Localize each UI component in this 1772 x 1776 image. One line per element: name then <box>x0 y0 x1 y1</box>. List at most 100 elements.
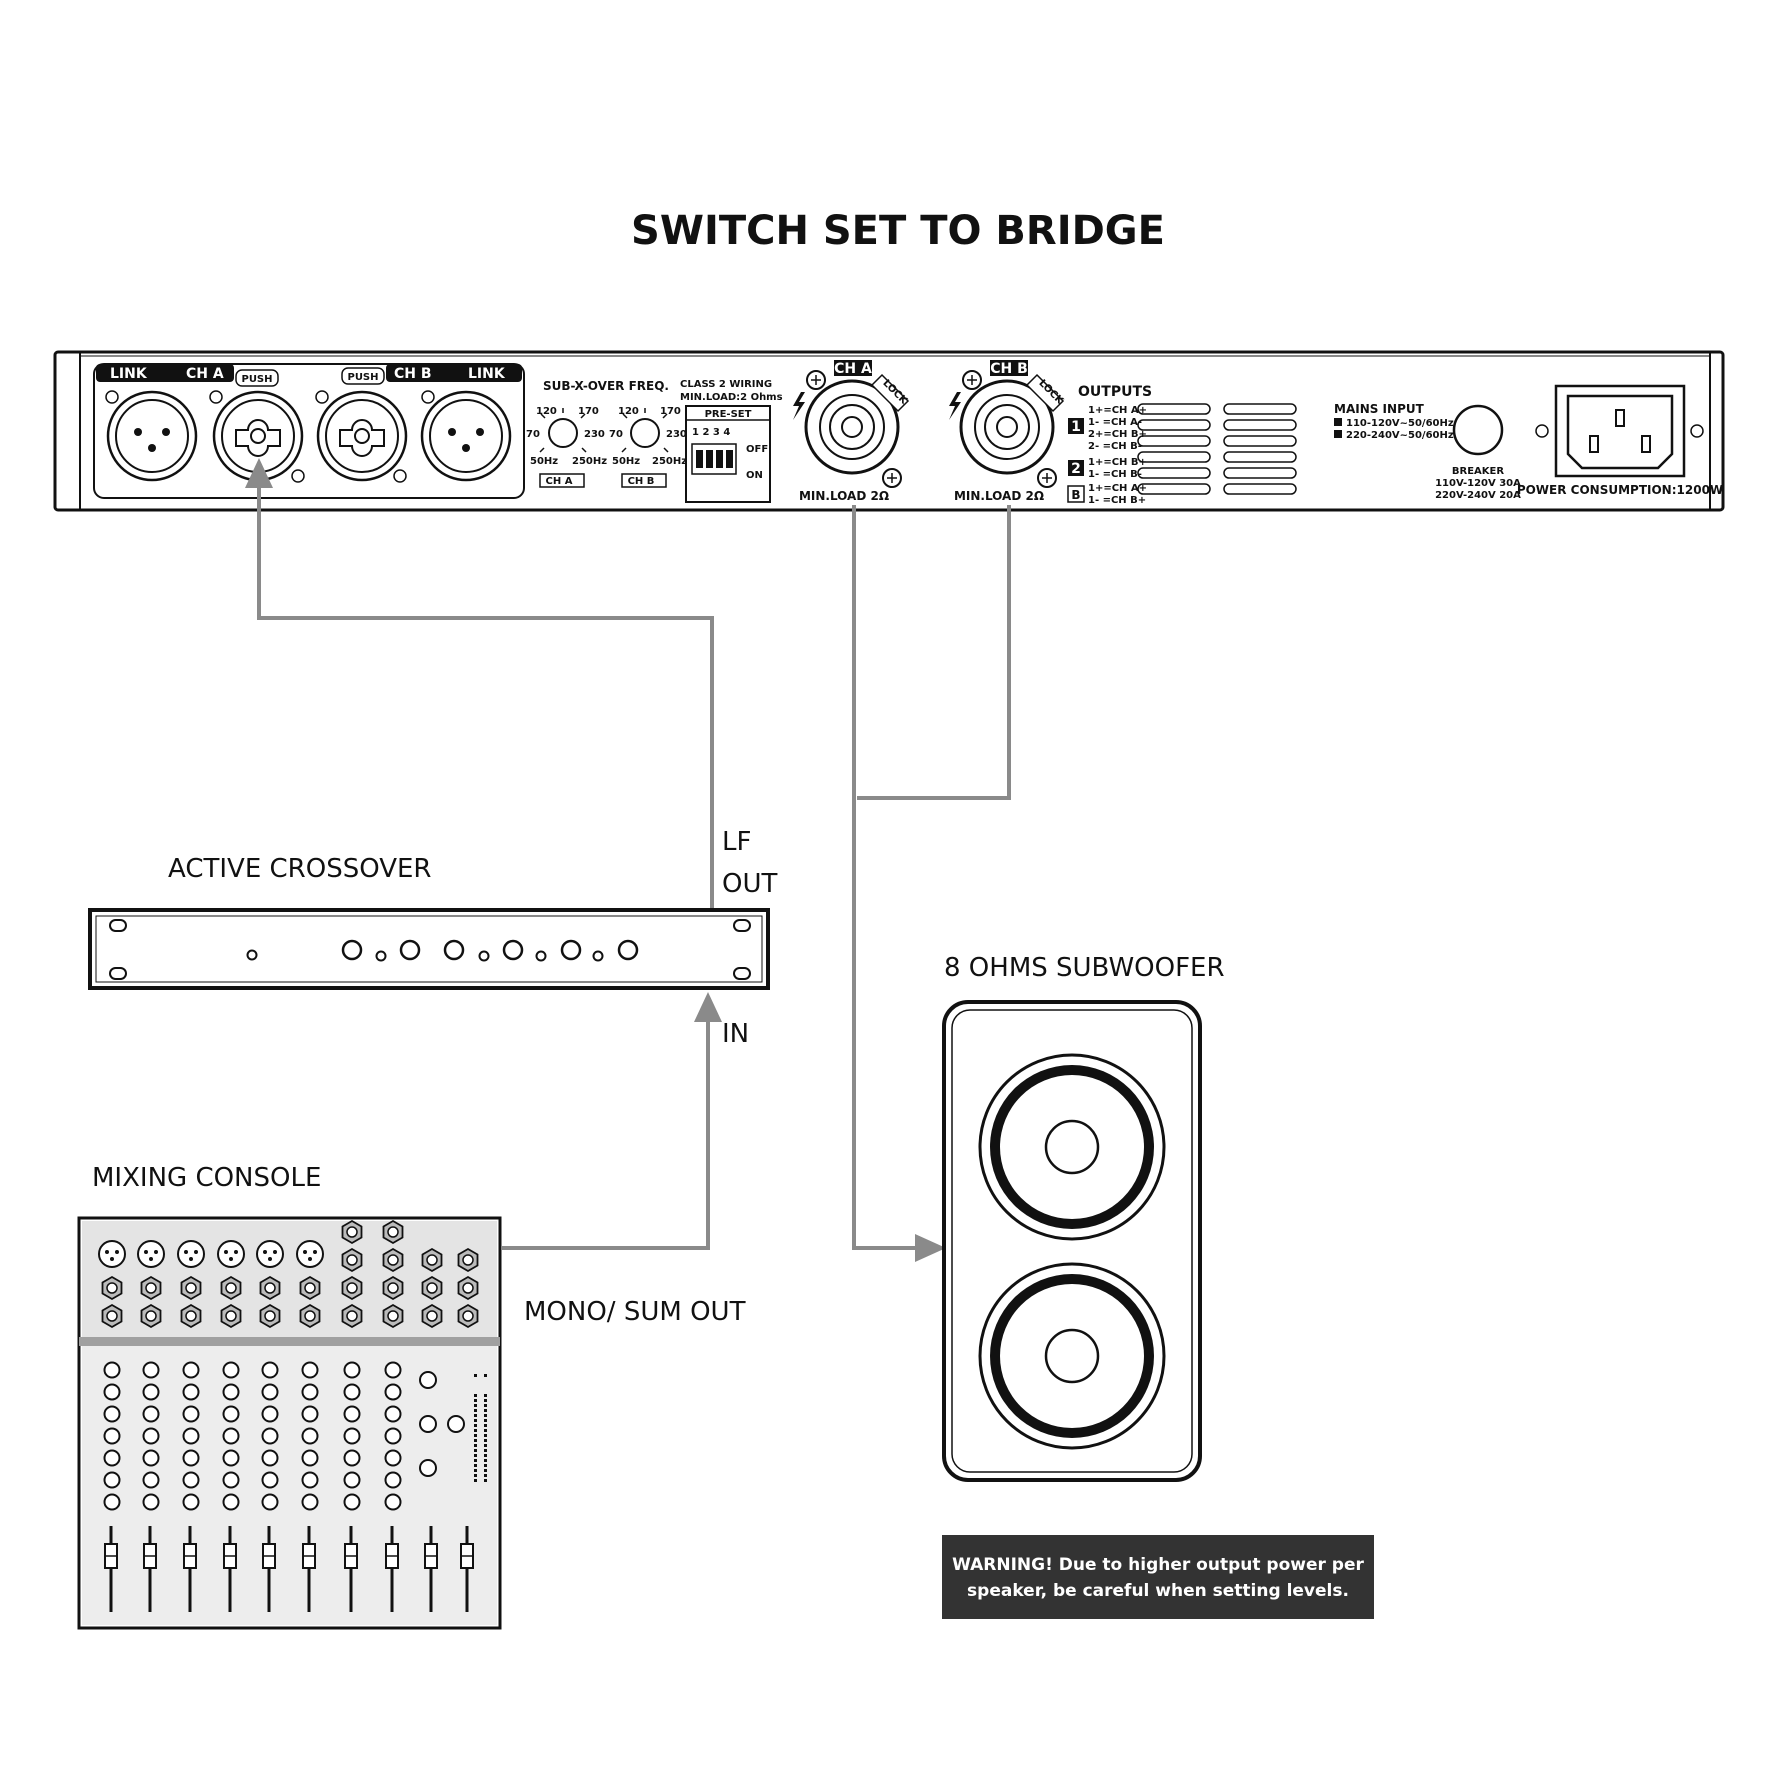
console-knob <box>182 1405 200 1423</box>
knob-b-230: 230 <box>666 429 687 440</box>
console-master-knob <box>419 1415 437 1433</box>
console-knob <box>301 1427 319 1445</box>
console-knob <box>222 1493 240 1511</box>
outputs-line-3: 2- =CH B- <box>1088 441 1142 452</box>
console-jack-hole <box>346 1254 358 1266</box>
mains-bullet-2 <box>1334 430 1342 438</box>
console-knob <box>384 1383 402 1401</box>
console-jack-hole <box>426 1254 438 1266</box>
console-knob <box>142 1405 160 1423</box>
outputs-line-7: 1- =CH B+ <box>1088 495 1146 506</box>
console-xlr-pin <box>229 1257 233 1261</box>
console-knob <box>222 1427 240 1445</box>
console-meter-led <box>474 1464 477 1467</box>
console-jack-hole <box>346 1282 358 1294</box>
wire-crossover-to-amp <box>257 484 714 910</box>
console-knob <box>182 1383 200 1401</box>
label-bar-right <box>386 364 522 382</box>
xlr-link-right-connector <box>420 390 512 482</box>
input-section-frame <box>93 363 525 499</box>
console-xlr-pin <box>194 1250 198 1254</box>
console-knob <box>343 1405 361 1423</box>
chan-tag-b: CH B <box>628 476 655 487</box>
console-meter-led <box>474 1479 477 1482</box>
dip-numbers: 1 2 3 4 <box>692 427 730 438</box>
knob-b-70: 70 <box>609 429 623 440</box>
chan-tag-a-box <box>539 473 585 488</box>
console-knob <box>261 1493 279 1511</box>
console-knob <box>222 1383 240 1401</box>
console-knob <box>343 1471 361 1489</box>
console-knob <box>142 1471 160 1489</box>
arrow-into-amp-input <box>245 458 273 488</box>
sub-xover-knob-ch-b[interactable] <box>621 408 669 453</box>
vent-slots <box>1137 403 1297 495</box>
console-knob <box>343 1493 361 1511</box>
group-2-box <box>1068 460 1084 476</box>
class2-line2: MIN.LOAD:2 Ohms <box>680 392 783 403</box>
console-knob <box>261 1427 279 1445</box>
console-knob <box>103 1449 121 1467</box>
console-knob <box>384 1361 402 1379</box>
power-consumption-label: POWER CONSUMPTION:1200W <box>1517 483 1723 497</box>
mains-line1: 110-120V~50/60Hz <box>1346 418 1454 429</box>
console-jack-hole <box>185 1310 197 1322</box>
dip-off-label: OFF <box>746 444 768 455</box>
console-xlr-pin <box>303 1250 307 1254</box>
console-meter-led <box>484 1404 487 1407</box>
console-meter-led <box>484 1419 487 1422</box>
warning-line1: WARNING! Due to higher output power per <box>952 1555 1364 1575</box>
console-jack-hole <box>462 1254 474 1266</box>
console-xlr-pin <box>224 1250 228 1254</box>
console-xlr-pin <box>105 1250 109 1254</box>
dip-switch-bank[interactable] <box>691 443 737 475</box>
console-meter-led <box>474 1424 477 1427</box>
console-knob <box>103 1427 121 1445</box>
console-knob <box>142 1383 160 1401</box>
console-controls <box>98 1219 487 1612</box>
console-knob <box>261 1449 279 1467</box>
knob-a-120: 120 <box>536 406 557 417</box>
wire-amp-ch-a-to-sub <box>852 505 915 1250</box>
console-jack-hole <box>426 1282 438 1294</box>
group-1-label: 1 <box>1071 419 1081 435</box>
console-jack-hole <box>304 1310 316 1322</box>
outputs-line-4: 1+=CH B+ <box>1088 457 1147 468</box>
console-knob <box>343 1361 361 1379</box>
console-knob <box>301 1383 319 1401</box>
console-meter-led <box>484 1394 487 1397</box>
console-knob <box>182 1493 200 1511</box>
console-knob <box>384 1427 402 1445</box>
console-jack-hole <box>106 1310 118 1322</box>
console-xlr-pin <box>110 1257 114 1261</box>
arrow-into-subwoofer <box>915 1234 946 1262</box>
outputs-line-0: 1+=CH A+ <box>1088 405 1147 416</box>
console-xlr-pin <box>308 1257 312 1261</box>
speakon-output-ch-a[interactable] <box>793 360 910 488</box>
console-knob <box>222 1361 240 1379</box>
dip-on-label: ON <box>746 470 763 481</box>
link-left-label: LINK <box>110 366 148 382</box>
console-meter-led <box>484 1399 487 1402</box>
console-master-knob <box>419 1459 437 1477</box>
speakon-output-ch-b[interactable] <box>949 360 1065 488</box>
console-meter-led <box>474 1399 477 1402</box>
console-meter-led <box>484 1414 487 1417</box>
console-meter-led <box>474 1429 477 1432</box>
console-jack-hole <box>426 1310 438 1322</box>
console-knob <box>261 1361 279 1379</box>
console-meter-led <box>484 1459 487 1462</box>
warning-line2: speaker, be careful when setting levels. <box>967 1581 1349 1601</box>
console-meter-led <box>484 1474 487 1477</box>
signal-wires <box>245 458 1011 1262</box>
iec-power-inlet[interactable] <box>1535 384 1704 478</box>
subwoofer-driver-top <box>978 1053 1166 1241</box>
knob-a-230: 230 <box>584 429 605 440</box>
console-knob <box>301 1405 319 1423</box>
breaker-button[interactable] <box>1452 404 1504 456</box>
console-meter-led <box>484 1439 487 1442</box>
sub-xover-knob-ch-a[interactable] <box>539 408 587 453</box>
console-xlr-pin <box>263 1250 267 1254</box>
combo-input-ch-a-connector[interactable]: PUSH <box>209 369 305 483</box>
